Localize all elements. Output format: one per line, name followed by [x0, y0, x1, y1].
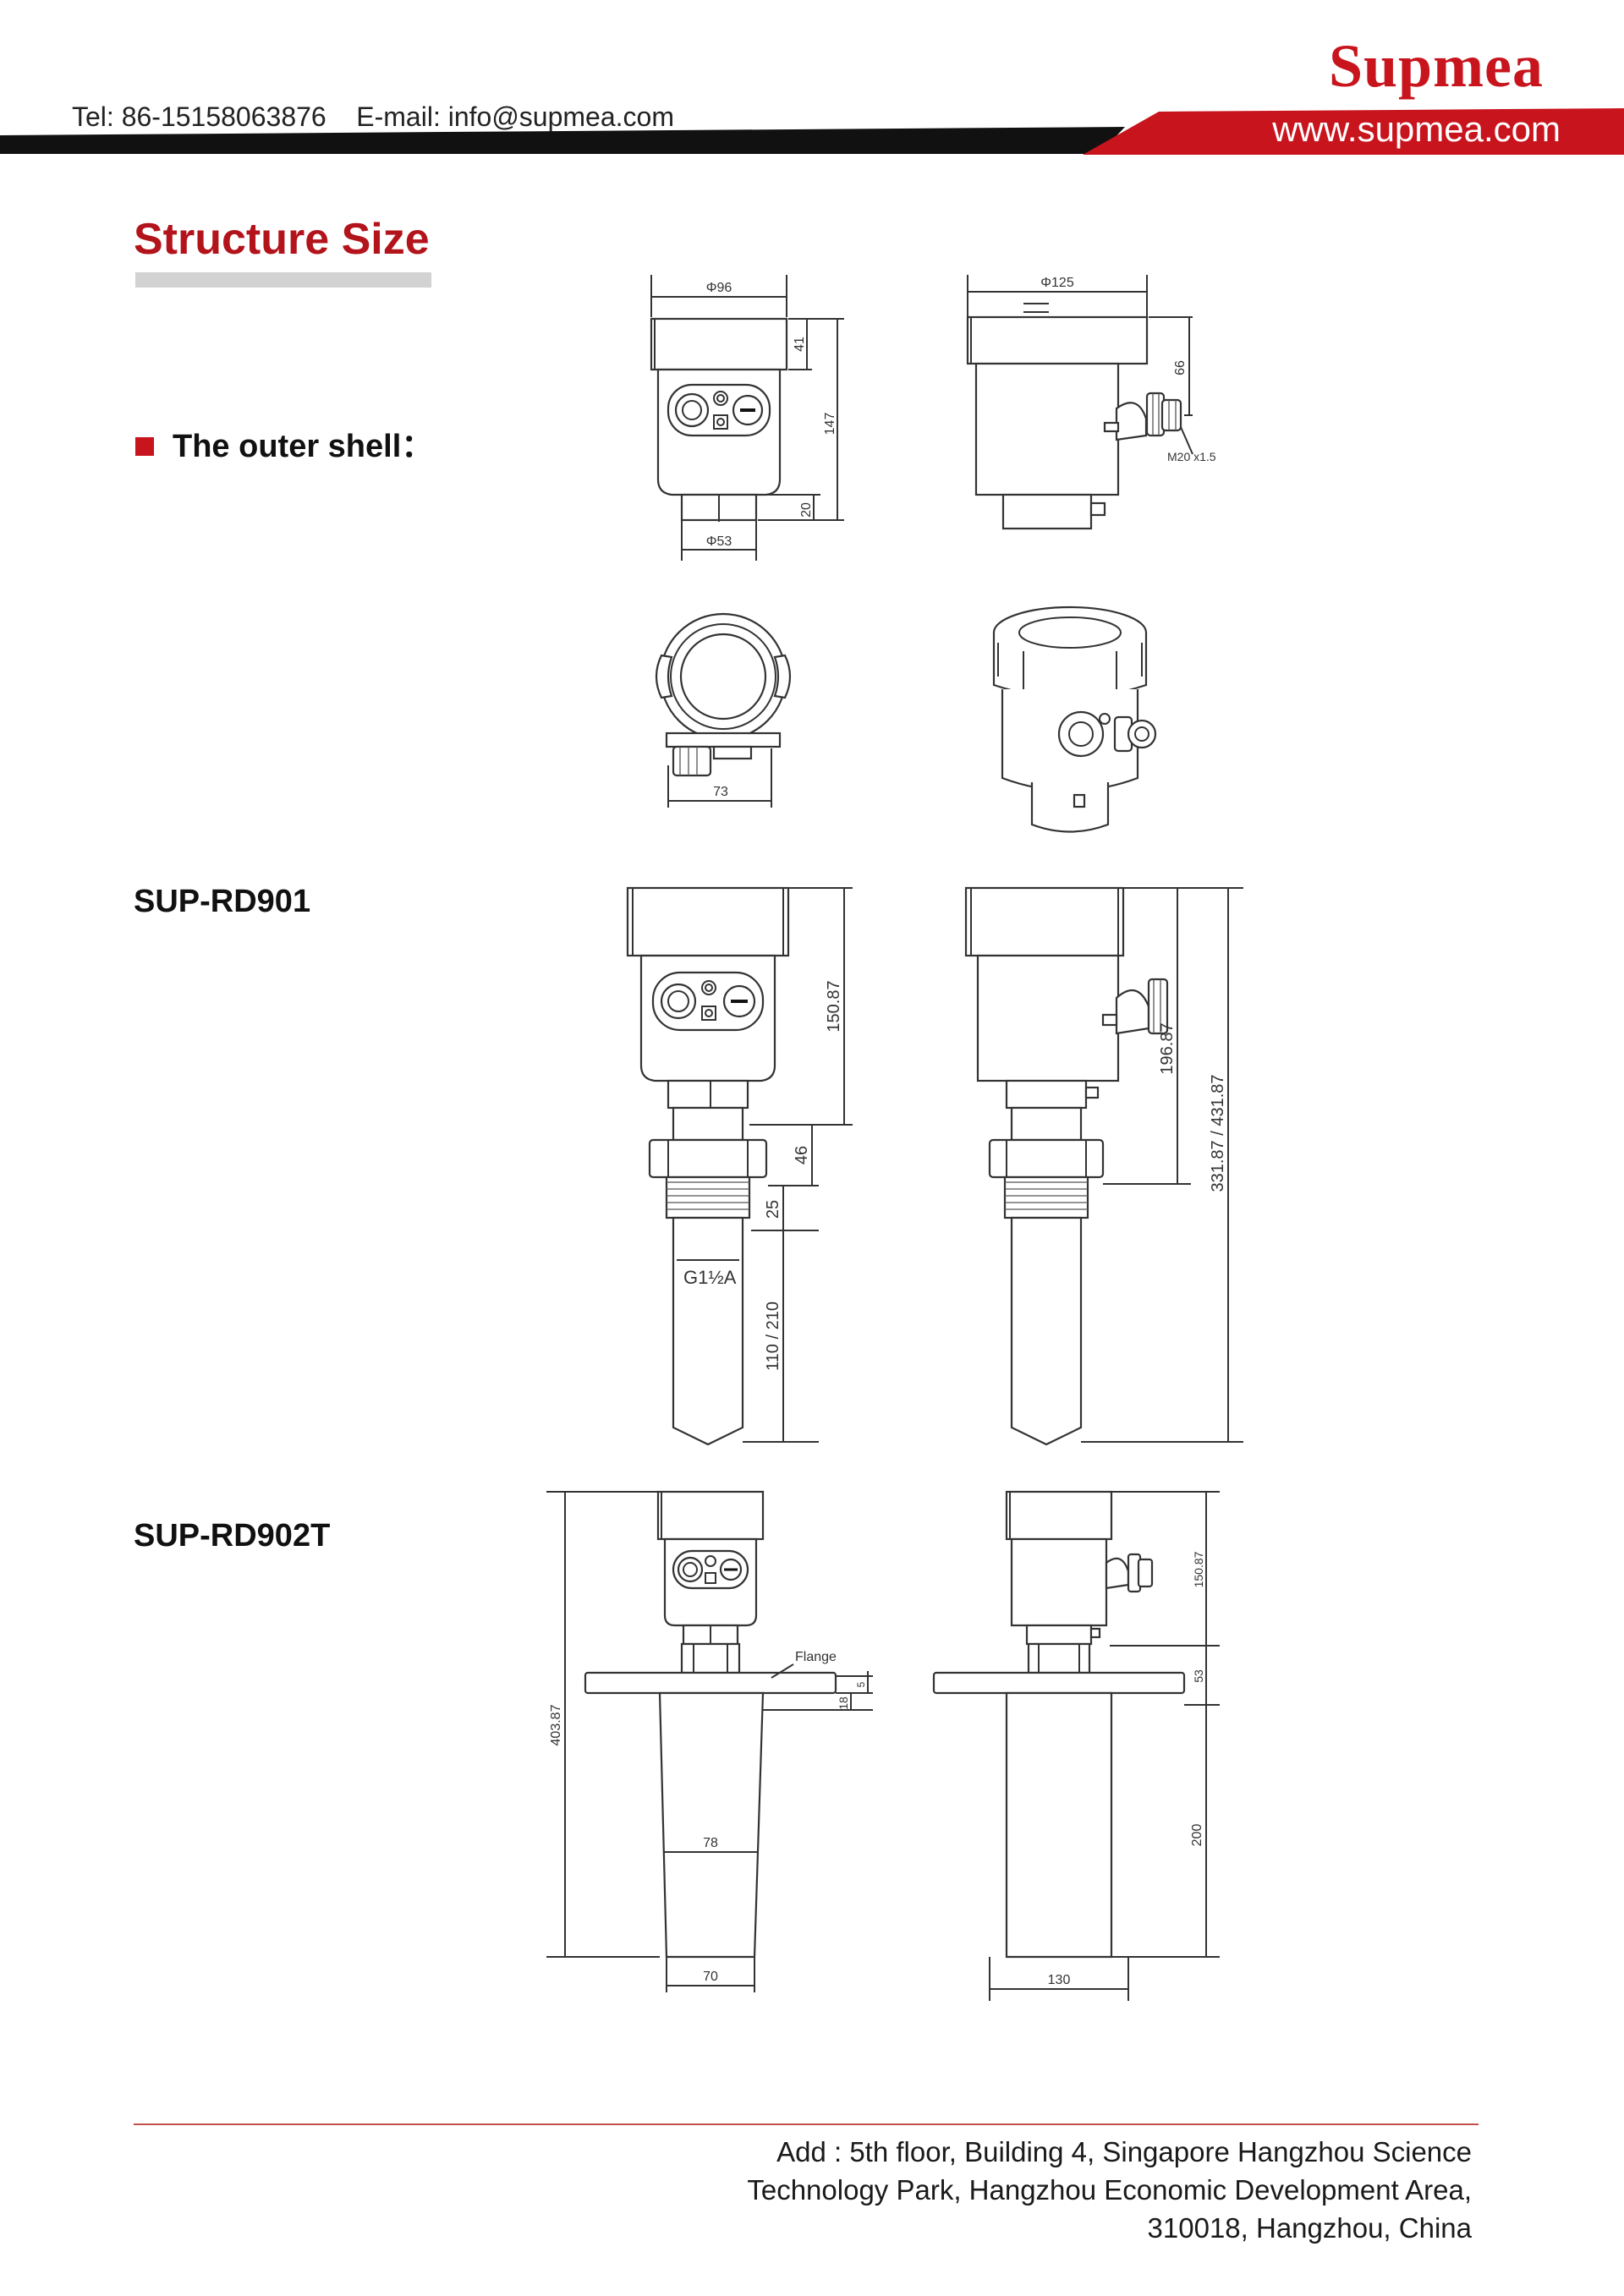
dim-rd901-25: 25 — [764, 1200, 782, 1219]
dim-rd902-78: 78 — [703, 1836, 718, 1850]
rd902t-front-drawing: 403.87 Flange 5 18 78 70 — [546, 1490, 873, 1992]
section-title: Structure Size — [134, 215, 430, 264]
dim-rd902-200: 200 — [1190, 1824, 1204, 1847]
footer-address-line: Technology Park, Hangzhou Economic Devel… — [747, 2174, 1472, 2206]
rd901-side-drawing: 196.87 331.87 / 431.87 — [964, 886, 1243, 1446]
dim-41: 41 — [793, 337, 807, 352]
dim-rd901-46: 46 — [793, 1146, 811, 1164]
header-black-bar — [0, 127, 1125, 154]
dim-d125: Φ125 — [1040, 276, 1074, 290]
outer-shell-label: The outer shell： — [173, 429, 434, 464]
header-contact: Tel: 86-15158063876 E-mail: info@supmea.… — [72, 101, 674, 132]
footer-divider — [134, 2123, 1479, 2125]
dim-rd902-5: 5 — [855, 1681, 867, 1687]
dim-rd902-18: 18 — [837, 1696, 850, 1710]
dim-rd901-331: 331.87 / 431.87 — [1209, 1074, 1227, 1192]
footer-address-line: 310018, Hangzhou, China — [1147, 2212, 1472, 2244]
square-bullet-icon — [135, 437, 154, 456]
dim-rd902-flange-label: Flange — [795, 1650, 837, 1664]
model-label-rd901: SUP-RD901 — [134, 884, 311, 919]
dim-g1-1-2a: G1½A — [683, 1267, 737, 1288]
dim-rd901-110: 110 / 210 — [764, 1301, 782, 1371]
dim-rd901-196: 196.87 — [1158, 1022, 1177, 1074]
dim-d53: Φ53 — [706, 534, 732, 549]
header-red-bar — [1083, 108, 1624, 155]
dim-rd901-150: 150.87 — [825, 980, 843, 1032]
shell-perspective-drawing — [992, 606, 1157, 833]
rd902t-side-drawing: 150.87 53 200 130 — [932, 1490, 1220, 2001]
header-website[interactable]: www.supmea.com — [1272, 109, 1561, 149]
header-band — [0, 108, 1624, 155]
dim-rd902-150: 150.87 — [1192, 1551, 1205, 1587]
dim-rd902-403: 403.87 — [549, 1704, 563, 1745]
dim-147: 147 — [823, 413, 837, 436]
shell-top-drawing: 73 — [655, 612, 792, 808]
shell-side-drawing: Φ125 3 66 M20 x1.5 — [966, 275, 1216, 530]
dim-m20: M20 x1.5 — [1167, 450, 1216, 463]
footer-address-line: Add : 5th floor, Building 4, Singapore H… — [776, 2136, 1472, 2167]
footer-address: Add : 5th floor, Building 4, Singapore H… — [747, 2133, 1472, 2247]
section-underline — [135, 272, 431, 288]
model-label-rd902t: SUP-RD902T — [134, 1518, 331, 1553]
dim-rd902-70: 70 — [703, 1970, 718, 1984]
brand-logo: Supmea — [1328, 32, 1544, 100]
dim-rd902-53: 53 — [1192, 1669, 1205, 1683]
dim-66: 66 — [1173, 360, 1188, 375]
dim-20: 20 — [799, 502, 814, 518]
dim-rd902-130: 130 — [1048, 1973, 1071, 1987]
rd901-front-drawing: G1½A 150.87 46 25 110 / 210 — [626, 886, 853, 1446]
dim-73: 73 — [713, 785, 728, 799]
shell-front-drawing: Φ96 41 147 20 Φ53 — [650, 275, 844, 561]
dim-d96: Φ96 — [706, 281, 732, 295]
outer-shell-heading: The outer shell： — [135, 427, 433, 466]
